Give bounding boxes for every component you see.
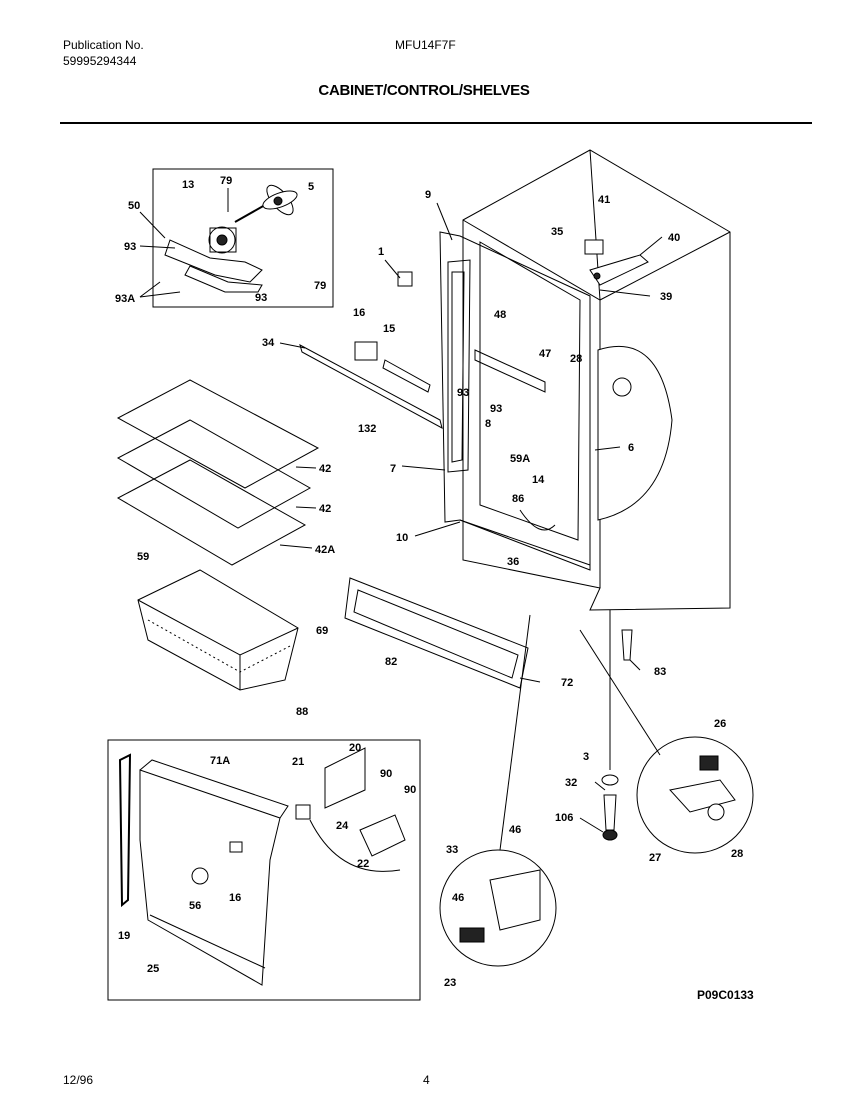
top-hinge-assembly (584, 239, 649, 286)
bottom-hinge-detail (579, 629, 754, 854)
callout-42a: 42A (315, 544, 335, 556)
callout-8: 8 (485, 418, 491, 430)
publication-date: 12/96 (63, 1073, 94, 1087)
callout-3: 3 (583, 751, 589, 763)
callout-93a: 93A (115, 293, 135, 305)
callout-132: 132 (358, 423, 376, 435)
callout-10: 10 (396, 532, 408, 544)
callout-26: 26 (714, 718, 726, 730)
callout-39: 39 (660, 291, 672, 303)
callout-90: 90 (380, 768, 392, 780)
control-inset (107, 739, 421, 1001)
callout-42-b: 42 (319, 503, 331, 515)
header-rule (60, 122, 812, 124)
page-number: 4 (423, 1073, 430, 1087)
callout-36: 36 (507, 556, 519, 568)
callout-82: 82 (385, 656, 397, 668)
kick-plate (344, 577, 529, 689)
callout-32: 32 (565, 777, 577, 789)
callout-56: 56 (189, 900, 201, 912)
door-switch-detail (439, 614, 557, 967)
callout-23: 23 (444, 977, 456, 989)
callout-79-b: 79 (314, 280, 326, 292)
callout-28-b: 28 (731, 848, 743, 860)
page-title: CABINET/CONTROL/SHELVES (318, 82, 530, 99)
callout-59: 59 (137, 551, 149, 563)
callout-25: 25 (147, 963, 159, 975)
leader-lines (139, 188, 663, 833)
callout-28-top: 28 (570, 353, 582, 365)
callout-93-c: 93 (457, 387, 469, 399)
callout-6: 6 (628, 442, 634, 454)
callout-22: 22 (357, 858, 369, 870)
callout-16-b: 16 (229, 892, 241, 904)
callout-59a: 59A (510, 453, 530, 465)
callout-labels: 13 79 5 50 93 93A 93 79 9 41 35 40 39 1 … (115, 175, 743, 989)
callout-71a: 71A (210, 755, 230, 767)
callout-15: 15 (383, 323, 395, 335)
callout-7: 7 (390, 463, 396, 475)
freezer-cabinet (439, 149, 731, 611)
publication-number: 59995294344 (63, 54, 137, 68)
callout-46-b: 46 (452, 892, 464, 904)
callout-33: 33 (446, 844, 458, 856)
callout-41: 41 (598, 194, 610, 206)
callout-47: 47 (539, 348, 551, 360)
callout-1: 1 (378, 246, 384, 258)
callout-34: 34 (262, 337, 275, 349)
callout-83: 83 (654, 666, 666, 678)
callout-21: 21 (292, 756, 304, 768)
callout-20: 20 (349, 742, 361, 754)
callout-35: 35 (551, 226, 563, 238)
callout-93: 93 (124, 241, 136, 253)
callout-16: 16 (353, 307, 365, 319)
callout-93-b: 93 (255, 292, 267, 304)
figure-code: P09C0133 (697, 988, 754, 1002)
callout-27: 27 (649, 852, 661, 864)
callout-40: 40 (668, 232, 680, 244)
wire-basket (137, 569, 299, 691)
callout-106: 106 (555, 812, 573, 824)
callout-88: 88 (296, 706, 308, 718)
callout-24: 24 (336, 820, 349, 832)
fan-motor-inset (152, 168, 334, 308)
leveling-leg (601, 610, 633, 841)
callout-46: 46 (509, 824, 521, 836)
callout-72: 72 (561, 677, 573, 689)
model-number: MFU14F7F (395, 38, 456, 52)
callout-90-b: 90 (404, 784, 416, 796)
callout-69: 69 (316, 625, 328, 637)
callout-5: 5 (308, 181, 314, 193)
callout-19: 19 (118, 930, 130, 942)
callout-42: 42 (319, 463, 331, 475)
callout-86: 86 (512, 493, 524, 505)
callout-50: 50 (128, 200, 140, 212)
callout-93-d: 93 (490, 403, 502, 415)
publication-label: Publication No. (63, 38, 144, 52)
callout-9: 9 (425, 189, 431, 201)
callout-79: 79 (220, 175, 232, 187)
callout-13: 13 (182, 179, 194, 191)
callout-48: 48 (494, 309, 506, 321)
callout-14: 14 (532, 474, 545, 486)
shelf-rail (299, 271, 443, 429)
wire-shelves (116, 379, 320, 566)
